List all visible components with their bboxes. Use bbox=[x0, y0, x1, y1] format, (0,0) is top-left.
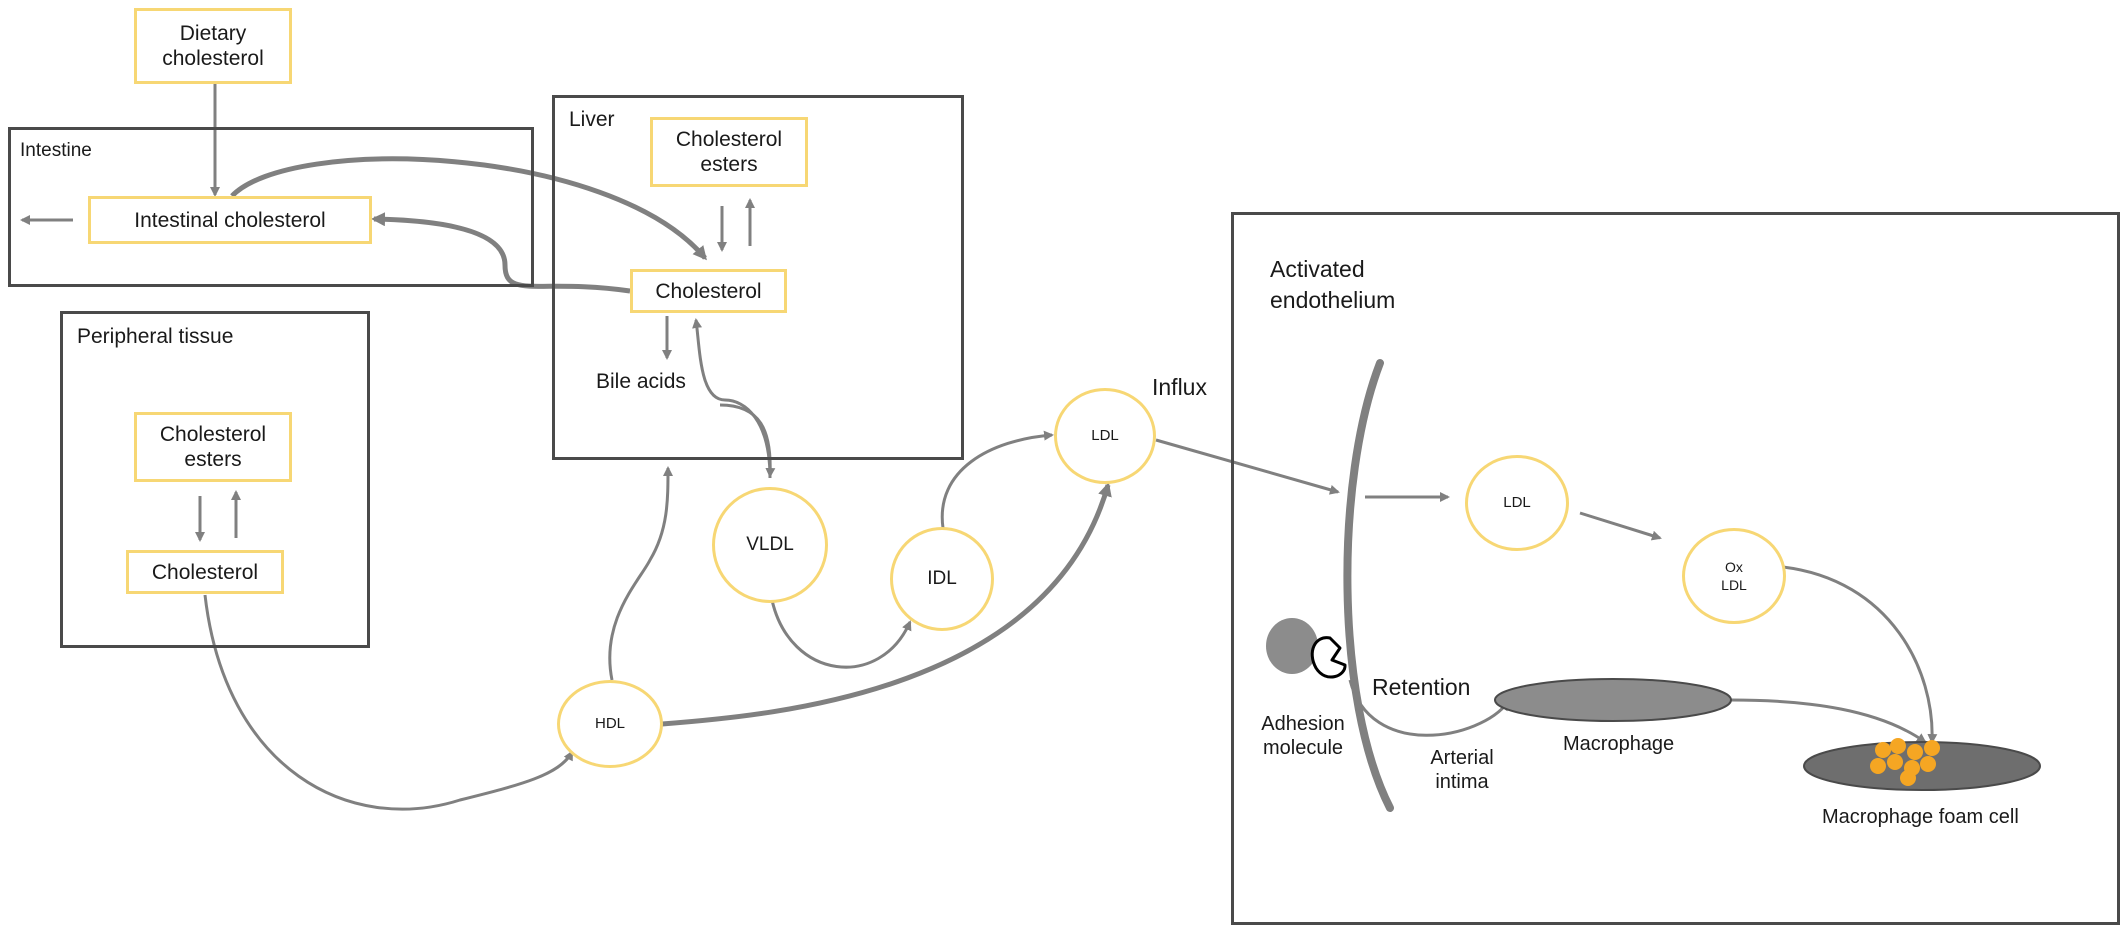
arrow-hdl-to-ldl bbox=[661, 482, 1112, 727]
liver-cholesterol-esters-box: Cholesterol esters bbox=[650, 117, 808, 187]
intima-ldl-particle: LDL bbox=[1465, 455, 1569, 551]
receptor-shape bbox=[1310, 636, 1347, 679]
activated-endothelium-label: Activated endothelium bbox=[1270, 256, 1396, 313]
influx-label: Influx bbox=[1152, 374, 1207, 400]
hdl-particle: HDL bbox=[557, 680, 663, 768]
arrow-liver-to-intestine bbox=[371, 212, 631, 294]
arrow-ldl-influx bbox=[1155, 438, 1340, 495]
intestine-region bbox=[8, 127, 534, 287]
dietary-cholesterol-box: Dietary cholesterol bbox=[134, 8, 292, 84]
arterial-intima-label: Arterial intima bbox=[1430, 747, 1494, 793]
arrow-hdl-to-liver bbox=[608, 466, 673, 681]
intestine-label: Intestine bbox=[20, 140, 92, 161]
peripheral-cholesterol-esters-box: Cholesterol esters bbox=[134, 412, 292, 482]
peripheral-cholesterol-box: Cholesterol bbox=[126, 550, 284, 594]
liver-label: Liver bbox=[569, 108, 615, 131]
intestinal-cholesterol-box: Intestinal cholesterol bbox=[88, 196, 372, 244]
arrow-ldl-to-oxldl bbox=[1579, 511, 1662, 541]
ox-ldl-particle: Ox LDL bbox=[1682, 528, 1786, 624]
arrow-peripheral-to-hdl bbox=[203, 594, 574, 811]
arrow-macrophage-to-foam bbox=[1730, 698, 1927, 744]
liver-cholesterol-box: Cholesterol bbox=[630, 269, 787, 313]
macrophage-label: Macrophage bbox=[1563, 733, 1675, 755]
arrow-vldl-to-idl bbox=[770, 599, 912, 669]
liver-region bbox=[552, 95, 964, 460]
peripheral-tissue-label: Peripheral tissue bbox=[77, 325, 234, 348]
vldl-particle: VLDL bbox=[712, 487, 828, 603]
adhesion-molecule-shape bbox=[1266, 618, 1318, 674]
arrow-vldl-liver bbox=[692, 318, 772, 479]
arrow-intestine-to-liver bbox=[230, 156, 707, 261]
arrow-idl-to-ldl bbox=[940, 430, 1054, 529]
adhesion-molecule-label: Adhesion molecule bbox=[1261, 713, 1345, 759]
idl-particle: IDL bbox=[890, 527, 994, 631]
lipid-droplets bbox=[1870, 738, 1940, 786]
endothelium-wall bbox=[1343, 359, 1394, 812]
arrow-oxldl-to-foam bbox=[1782, 565, 1938, 744]
macrophage-foam-cell-label: Macrophage foam cell bbox=[1822, 806, 2019, 828]
macrophage-shape bbox=[1494, 678, 1732, 722]
retention-label: Retention bbox=[1372, 674, 1471, 700]
peripheral-tissue-region bbox=[60, 311, 370, 648]
bile-acids-label: Bile acids bbox=[596, 370, 686, 393]
artery-region bbox=[1231, 212, 2120, 925]
ldl-particle: LDL bbox=[1054, 388, 1156, 484]
